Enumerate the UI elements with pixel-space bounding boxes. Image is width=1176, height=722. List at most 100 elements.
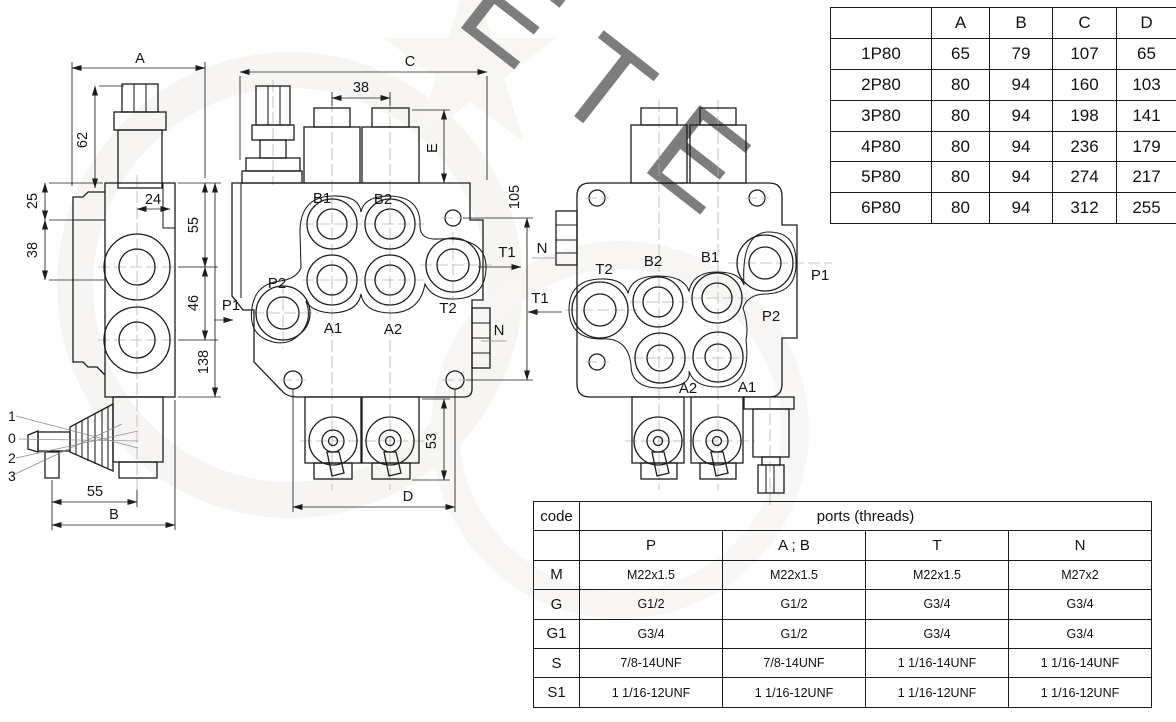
size-table-header-b: B xyxy=(989,7,1053,39)
dim-38-caps-label: 38 xyxy=(353,80,369,96)
back-view-centerlines xyxy=(565,100,832,505)
port-label-t1: T1 xyxy=(498,244,516,261)
model-cell: 6P80 xyxy=(830,192,932,225)
thread-cell: 7/8-14UNF xyxy=(722,647,866,679)
value-cell: 94 xyxy=(989,99,1053,132)
size-table-header-c: C xyxy=(1052,7,1117,39)
value-cell: 312 xyxy=(1052,192,1117,225)
lever-position-1: 1 xyxy=(8,408,16,424)
port-label-t2: T2 xyxy=(439,300,457,317)
model-cell: 5P80 xyxy=(830,161,932,194)
dimensions-table: A B C D 1P80 65 79 107 65 2P80 80 94 160… xyxy=(830,7,1176,225)
value-cell: 141 xyxy=(1116,99,1176,132)
value-cell: 160 xyxy=(1052,68,1117,101)
dim-105-label: 105 xyxy=(507,185,523,209)
size-table-row: 2P80 80 94 160 103 xyxy=(830,68,1176,101)
front-view-dimensions: C 38 E 105 53 D xyxy=(239,54,533,512)
relief-valve xyxy=(113,83,167,189)
dim-138-label: 138 xyxy=(196,350,212,374)
thread-cell: 1 1/16-14UNF xyxy=(1008,647,1152,679)
dim-d-label: D xyxy=(403,489,413,505)
thread-cell: G1/2 xyxy=(722,618,866,649)
ports-table-title-row: code ports (threads) xyxy=(533,500,1152,532)
port-label-n: N xyxy=(494,322,505,339)
ports-table-row: M M22x1.5 M22x1.5 M22x1.5 M27x2 xyxy=(533,559,1152,591)
ports-header-n: N xyxy=(1008,530,1152,561)
back-view-port-labels: T2 B2 B1 P1 P2 A2 A1 N T1 xyxy=(527,240,829,397)
ports-table-row: S 7/8-14UNF 7/8-14UNF 1 1/16-14UNF 1 1/1… xyxy=(533,647,1152,679)
thread-cell: G3/4 xyxy=(1008,618,1152,649)
value-cell: 80 xyxy=(931,68,990,101)
size-table-header-a: A xyxy=(931,7,990,39)
value-cell: 80 xyxy=(931,161,990,194)
thread-cell: M22x1.5 xyxy=(865,559,1009,591)
thread-cell: 7/8-14UNF xyxy=(579,647,723,679)
dim-53-label: 53 xyxy=(424,433,440,449)
valve-body-side xyxy=(72,182,176,479)
relief-valve-front xyxy=(241,85,303,184)
port-label-a1-back: A1 xyxy=(738,379,756,396)
thread-cell: M27x2 xyxy=(1008,559,1152,591)
value-cell: 103 xyxy=(1116,68,1176,101)
model-cell: 3P80 xyxy=(830,99,932,132)
valve-body-back xyxy=(555,182,798,398)
control-lever: 1 0 2 3 xyxy=(8,402,139,484)
code-cell: M xyxy=(533,559,580,591)
value-cell: 65 xyxy=(1116,37,1176,70)
thread-cell: G3/4 xyxy=(865,589,1009,620)
thread-cell: G1/2 xyxy=(722,589,866,620)
front-view-drawing: B1 B2 P2 A1 A2 T2 P1 T1 N C 38 E xyxy=(214,54,533,512)
adjusting-screw xyxy=(743,396,795,494)
thread-cell: G3/4 xyxy=(865,618,1009,649)
thread-cell: M22x1.5 xyxy=(722,559,866,591)
size-table-row: 6P80 80 94 312 255 xyxy=(830,192,1176,225)
dim-55-right-label: 55 xyxy=(186,217,202,233)
valve-body-front xyxy=(231,182,491,398)
thread-cell: 1 1/16-12UNF xyxy=(865,677,1009,708)
dim-25-label: 25 xyxy=(25,193,41,209)
thread-cell: G3/4 xyxy=(579,618,723,649)
port-label-b1-back: B1 xyxy=(701,249,719,266)
port-label-a2: A2 xyxy=(384,321,402,338)
dim-c-label: C xyxy=(405,54,415,70)
lever-position-3: 3 xyxy=(8,468,16,484)
ports-table-row: G G1/2 G1/2 G3/4 G3/4 xyxy=(533,589,1152,620)
code-cell: G1 xyxy=(533,618,580,649)
dim-55-bottom-label: 55 xyxy=(87,484,103,500)
thread-cell: 1 1/16-12UNF xyxy=(722,677,866,708)
value-cell: 65 xyxy=(931,37,990,70)
value-cell: 80 xyxy=(931,192,990,225)
size-table-header-row: A B C D xyxy=(830,7,1176,39)
value-cell: 255 xyxy=(1116,192,1176,225)
port-label-b1: B1 xyxy=(313,190,331,207)
code-header-cell: code xyxy=(533,500,580,532)
size-table-row: 4P80 80 94 236 179 xyxy=(830,130,1176,163)
port-label-p2: P2 xyxy=(268,275,286,292)
value-cell: 274 xyxy=(1052,161,1117,194)
value-cell: 94 xyxy=(989,192,1053,225)
port-label-a2-back: A2 xyxy=(679,380,697,397)
port-label-n-back: N xyxy=(537,240,548,257)
model-cell: 4P80 xyxy=(830,130,932,163)
ports-table-row: G1 G3/4 G1/2 G3/4 G3/4 xyxy=(533,618,1152,649)
thread-cell: M22x1.5 xyxy=(579,559,723,591)
dim-e-label: E xyxy=(425,143,441,153)
dim-b-label: B xyxy=(109,507,119,523)
value-cell: 94 xyxy=(989,161,1053,194)
spool-lever-mechanisms-back xyxy=(631,396,795,494)
value-cell: 80 xyxy=(931,130,990,163)
port-label-p1-back: P1 xyxy=(811,267,829,284)
code-cell: G xyxy=(533,589,580,620)
value-cell: 236 xyxy=(1052,130,1117,163)
size-table-row: 1P80 65 79 107 65 xyxy=(830,37,1176,70)
value-cell: 217 xyxy=(1116,161,1176,194)
ports-header-t: T xyxy=(865,530,1009,561)
ports-table-header-row: P A ; B T N xyxy=(533,530,1152,561)
thread-cell: G3/4 xyxy=(1008,589,1152,620)
port-label-a1: A1 xyxy=(324,320,342,337)
back-view-drawing: T2 B2 B1 P1 P2 A2 A1 N T1 xyxy=(527,100,832,505)
thread-cell: G1/2 xyxy=(579,589,723,620)
size-table-header-d: D xyxy=(1116,7,1176,39)
value-cell: 107 xyxy=(1052,37,1117,70)
